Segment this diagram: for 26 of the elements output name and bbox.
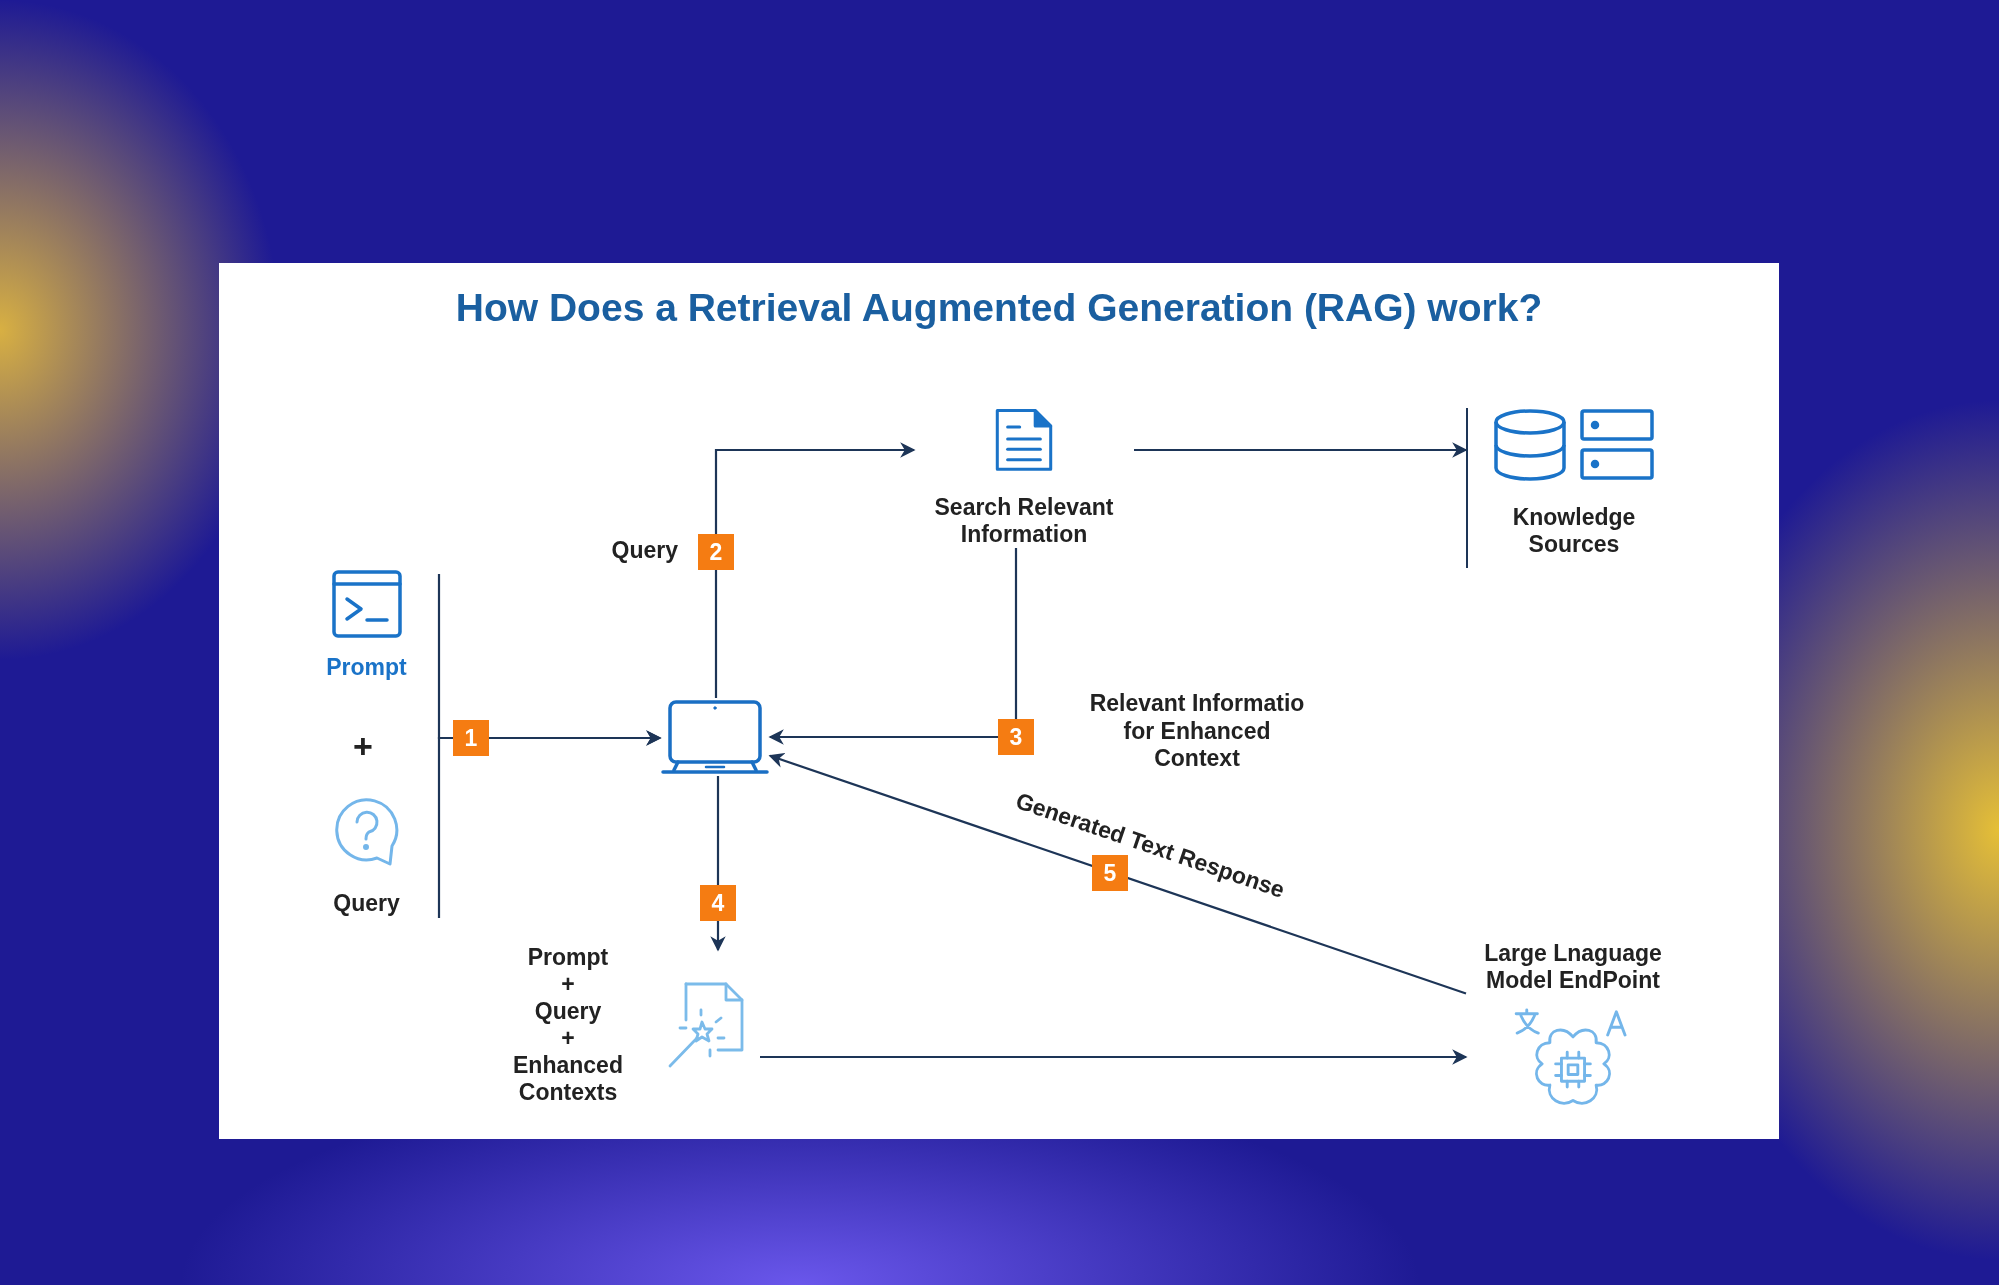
step-number-badge: 4 (700, 885, 736, 921)
node-label: Search Relevant Information (933, 493, 1115, 548)
step-number-badge: 1 (453, 720, 489, 756)
arrow (437, 730, 662, 920)
node-label: Prompt (326, 654, 407, 682)
node-label: Enhanced Contexts (512, 1052, 624, 1107)
node-label: Query (534, 997, 602, 1025)
arrow (1134, 442, 1468, 458)
step-number-badge: 2 (698, 534, 734, 570)
node-label: + (561, 970, 575, 998)
node-label: Knowledge Sources (1511, 504, 1637, 559)
node-label: Query (333, 890, 400, 918)
laptop-icon (660, 698, 770, 776)
step-number-badge: 5 (1092, 855, 1128, 891)
node-label: + (561, 1025, 575, 1053)
step-number-badge: 3 (998, 719, 1034, 755)
arrow (760, 1049, 1468, 1065)
arrow (768, 753, 1467, 995)
flow-label: Relevant Informatio for Enhanced Context (1088, 690, 1306, 773)
plus-sign: + (352, 726, 374, 767)
flow-label: Query (610, 537, 678, 565)
node-label: Prompt (527, 943, 609, 971)
arrow (714, 442, 916, 698)
node-label: Large Lnaguage Model EndPoint (1483, 940, 1663, 995)
arrow (768, 548, 1018, 745)
diagram-title: How Does a Retrieval Augmented Generation (RAG) work? (454, 286, 1544, 330)
